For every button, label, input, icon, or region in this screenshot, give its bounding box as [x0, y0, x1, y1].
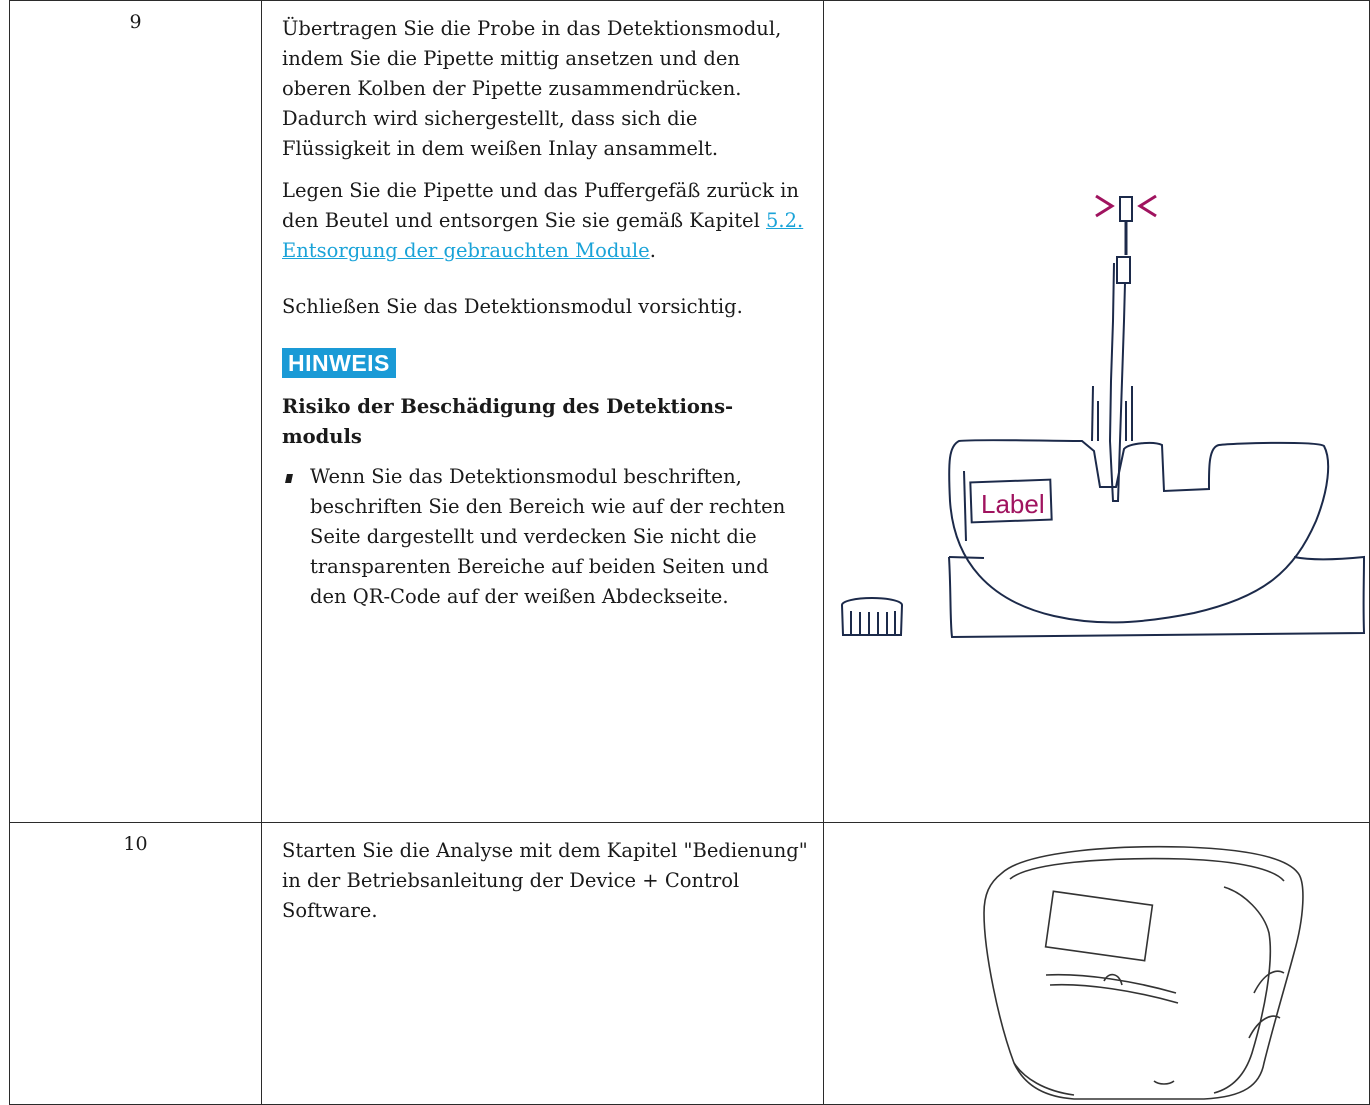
label-area-text: Label	[981, 489, 1045, 519]
notice-title: Risiko der Beschädigung des Detektions-m…	[282, 395, 734, 448]
step-paragraph: Schließen Sie das Detektionsmodul vorsic…	[282, 295, 743, 318]
paragraph-text: Legen Sie die Pipette und das Puffergefä…	[282, 179, 799, 232]
notice-badge: HINWEIS	[282, 348, 396, 378]
illustration-cell: Label	[823, 0, 1370, 823]
instruction-table: 9 Übertragen Sie die Probe in das Detekt…	[9, 0, 1370, 1105]
table-row: 9 Übertragen Sie die Probe in das Detekt…	[9, 0, 1370, 823]
list-item: Wenn Sie das Detektionsmodul beschriften…	[282, 462, 809, 612]
step-paragraph: Starten Sie die Analyse mit dem Kapitel …	[282, 839, 808, 922]
pipette	[1091, 221, 1133, 502]
analyzer-device-icon	[983, 845, 1304, 1100]
table-row: 10 Starten Sie die Analyse mit dem Kapit…	[9, 822, 1370, 1105]
step-number: 9	[9, 0, 262, 823]
notice-list: Wenn Sie das Detektionsmodul beschriften…	[282, 462, 809, 612]
step-number: 10	[9, 822, 262, 1105]
paragraph-text: .	[649, 239, 656, 262]
detection-module-illustration: Label	[841, 194, 1366, 639]
squeeze-arrows	[1095, 194, 1157, 222]
device-illustration	[983, 845, 1304, 1100]
step-paragraph: Übertragen Sie die Probe in das Detektio…	[282, 17, 782, 160]
step-paragraph: Legen Sie die Pipette und das Puffergefä…	[282, 176, 809, 266]
detection-module-outline	[948, 439, 1366, 639]
buffer-cap-icon	[841, 597, 903, 636]
illustration-cell	[823, 822, 1370, 1105]
step-text: Übertragen Sie die Probe in das Detektio…	[261, 0, 824, 823]
step-text: Starten Sie die Analyse mit dem Kapitel …	[261, 822, 824, 1105]
chapter-link[interactable]: 5.2. Entsorgung der gebrauchten Module	[282, 209, 804, 262]
